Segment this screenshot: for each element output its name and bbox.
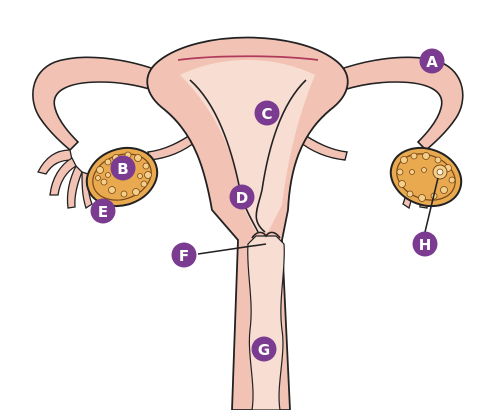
marker-g-label: G — [258, 341, 270, 359]
marker-h-label: H — [419, 236, 432, 254]
marker-c: C — [255, 101, 280, 126]
marker-a-label: A — [426, 53, 438, 71]
left-fimbriae — [38, 150, 92, 208]
marker-f: F — [172, 243, 197, 268]
egg-cell — [437, 169, 443, 175]
vaginal-canal — [248, 236, 285, 410]
marker-e: E — [91, 199, 116, 224]
marker-a: A — [420, 49, 445, 74]
marker-g: G — [252, 337, 277, 362]
marker-b: B — [111, 156, 136, 181]
marker-h: H — [413, 232, 438, 257]
right-ovary — [383, 138, 470, 215]
marker-d: D — [230, 185, 255, 210]
marker-b-label: B — [117, 160, 128, 178]
marker-e-label: E — [98, 203, 108, 221]
marker-c-label: C — [261, 105, 272, 123]
marker-f-label: F — [179, 247, 189, 265]
marker-d-label: D — [236, 189, 248, 207]
